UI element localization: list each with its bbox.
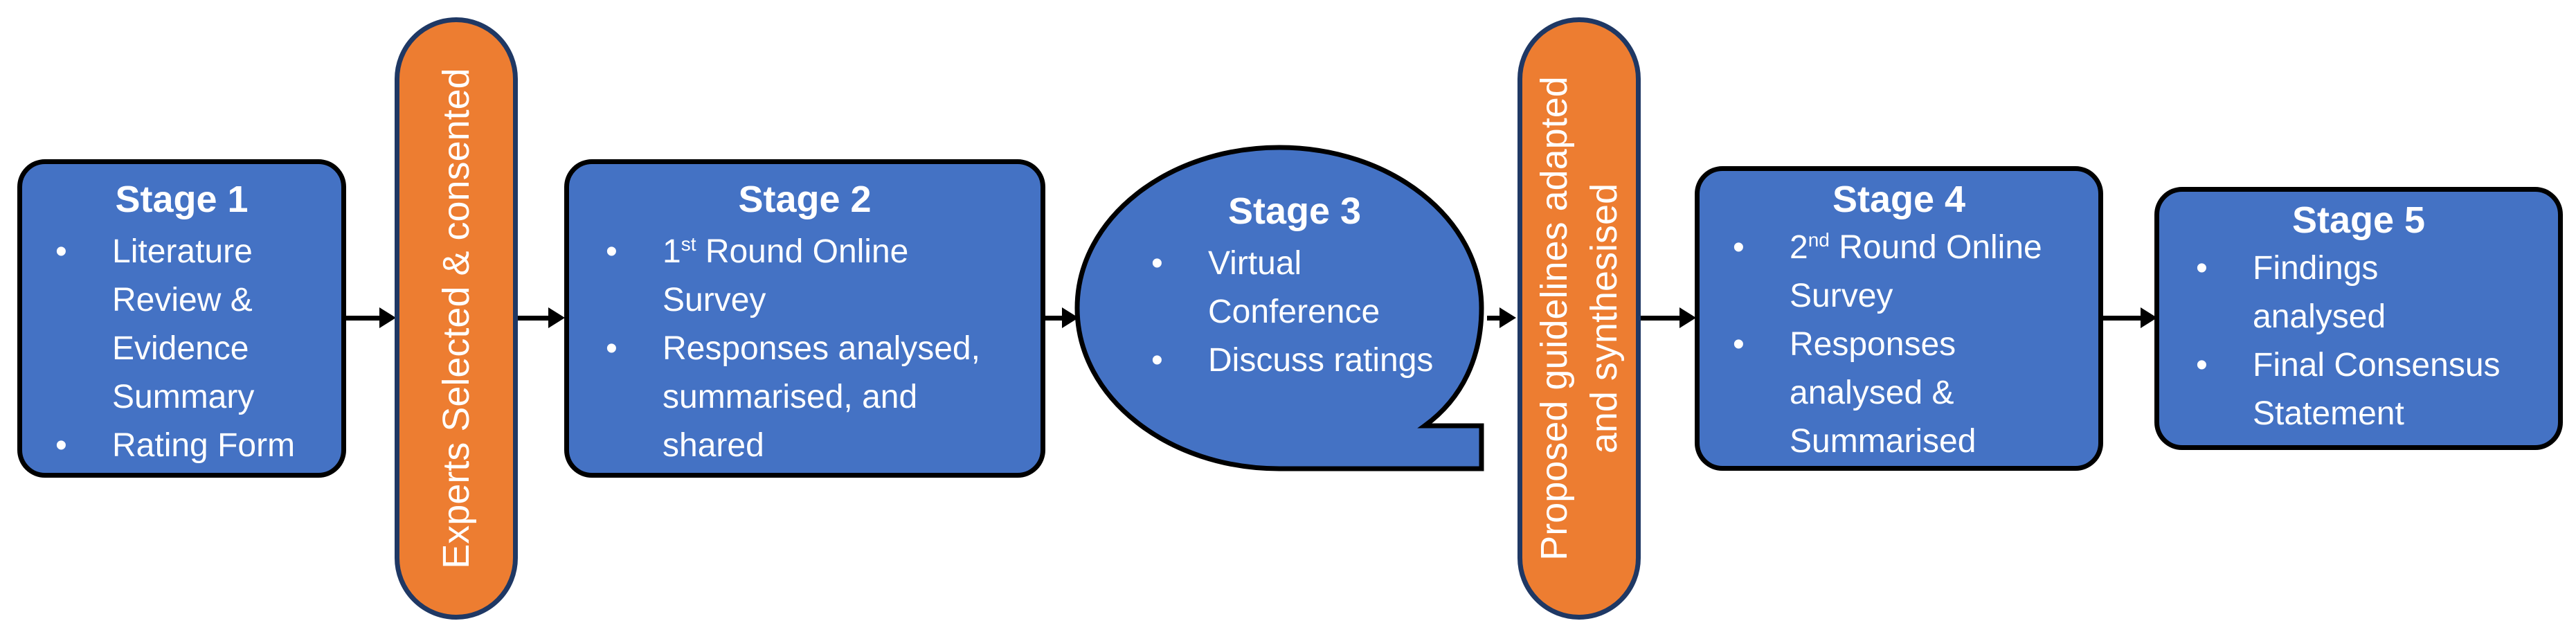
stage-3-item-2: Discuss ratings (1151, 336, 1436, 385)
transition-proposed-guidelines-text: Proposed guidelines adapted and synthesi… (1533, 76, 1625, 561)
stage-1-item-2: Rating Form (55, 422, 320, 470)
stage-2-item-2: Responses analysed, summarised, and shar… (606, 325, 1023, 470)
stage-1-title: Stage 1 (115, 179, 249, 220)
stage-5-item-2: Final Consensus Statement (2196, 341, 2543, 438)
stage-1-item-1: Literature Review & Evidence Summary (55, 228, 320, 422)
stage-4-box: Stage 4 2nd Round Online Survey Response… (1695, 166, 2103, 471)
stage-4-title: Stage 4 (1832, 179, 1966, 220)
transition-experts-selected-text: Experts Selected & consented (435, 68, 477, 569)
stage-5-title: Stage 5 (2291, 199, 2426, 241)
arrow-transition-to-stage4 (1641, 307, 1696, 328)
stage-4-item-2: Responses analysed & Summarised (1733, 321, 2053, 466)
stage-5-item-1: Findings analysed (2196, 244, 2460, 341)
transition-proposed-guidelines: Proposed guidelines adapted and synthesi… (1517, 17, 1641, 620)
stage-5-box: Stage 5 Findings analysed Final Consensu… (2154, 187, 2563, 450)
arrow-stage1-to-transition (346, 307, 396, 328)
stage-4-item-1: 2nd Round Online Survey (1733, 224, 2053, 321)
arrow-stage3-to-transition (1487, 307, 1516, 328)
transition-experts-selected: Experts Selected & consented (395, 17, 518, 620)
stage-3-item-1: Virtual Conference (1151, 240, 1436, 336)
stage-1-box: Stage 1 Literature Review & Evidence Sum… (17, 159, 346, 478)
arrow-stage4-to-stage5 (2103, 307, 2157, 328)
stage-3-title: Stage 3 (1227, 190, 1362, 232)
stage-2-title: Stage 2 (738, 179, 872, 220)
stage-2-item-1: 1st Round Online Survey (606, 228, 981, 325)
arrow-transition-to-stage2 (518, 307, 565, 328)
stage-3-content: Stage 3 Virtual Conference Discuss ratin… (1108, 187, 1495, 385)
stage-2-box: Stage 2 1st Round Online Survey Response… (564, 159, 1045, 478)
